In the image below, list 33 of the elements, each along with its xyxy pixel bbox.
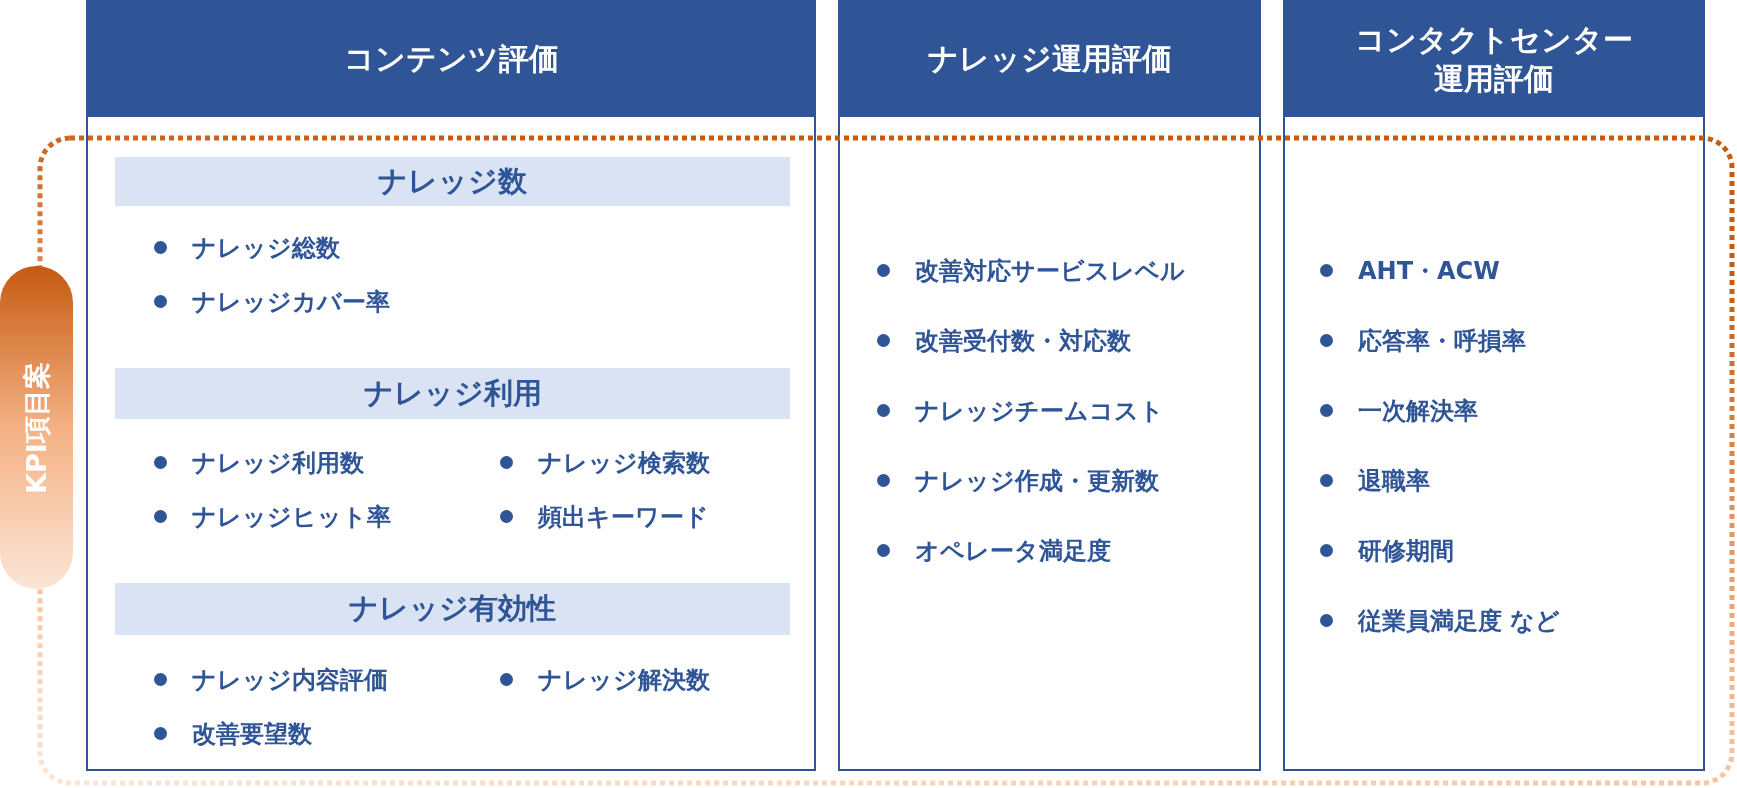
section-band xyxy=(115,583,790,635)
list-item: ナレッジ解決数 xyxy=(538,665,710,695)
header-text: コンタクトセンター運用評価 xyxy=(1354,20,1634,98)
list-item: 従業員満足度 など xyxy=(1358,606,1561,636)
list-item: 応答率・呼損率 xyxy=(1358,326,1526,356)
section-heading: ナレッジ有効性 xyxy=(349,590,556,627)
list-item: 一次解決率 xyxy=(1358,396,1478,426)
list-item: 改善受付数・対応数 xyxy=(915,326,1131,356)
section-band xyxy=(115,368,790,419)
list-item: ナレッジヒット率 xyxy=(192,502,391,532)
list-item: ナレッジ総数 xyxy=(192,233,340,263)
list-item: オペレータ満足度 xyxy=(915,536,1111,566)
list-item: ナレッジ作成・更新数 xyxy=(915,466,1159,496)
section-heading: ナレッジ数 xyxy=(378,162,527,200)
header-text: コンテンツ評価 xyxy=(343,40,559,78)
header-text: ナレッジ運用評価 xyxy=(927,40,1172,78)
list-item: 頻出キーワード xyxy=(538,502,709,532)
category-panel xyxy=(1283,0,1705,771)
tab-label: KPI項目案 xyxy=(19,361,53,494)
list-item: ナレッジ検索数 xyxy=(538,448,710,478)
list-item: ナレッジカバー率 xyxy=(192,287,390,317)
list-item: ナレッジチームコスト xyxy=(915,396,1164,426)
list-item: ナレッジ利用数 xyxy=(192,448,364,478)
category-panel xyxy=(86,0,816,771)
list-item: 研修期間 xyxy=(1358,536,1454,566)
section-heading: ナレッジ利用 xyxy=(363,374,542,412)
list-item: 改善要望数 xyxy=(192,719,312,749)
list-item: ナレッジ内容評価 xyxy=(192,665,388,695)
list-item: AHT・ACW xyxy=(1358,256,1500,286)
section-band xyxy=(115,157,790,206)
category-panel xyxy=(838,0,1261,771)
list-item: 退職率 xyxy=(1358,466,1430,496)
list-item: 改善対応サービスレベル xyxy=(915,256,1185,286)
